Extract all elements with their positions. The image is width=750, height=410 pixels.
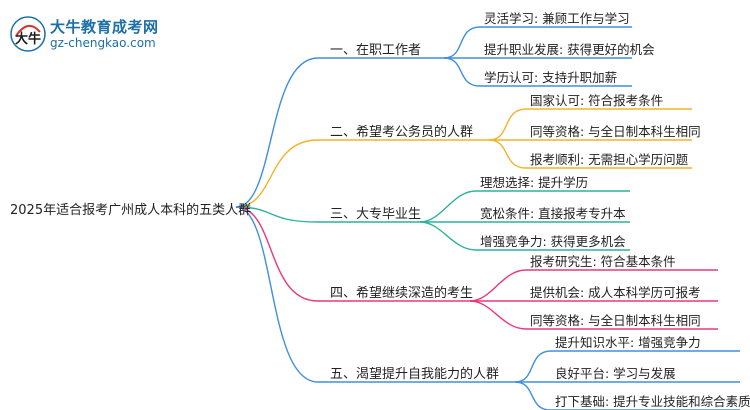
branch-node-4: 四、希望继续深造的考生 xyxy=(330,286,474,301)
leaf-connector-3-1 xyxy=(419,190,477,223)
leaf-node-2-2: 同等资格: 与全日制本科生相同 xyxy=(530,124,701,139)
leaf-node-5-3: 打下基础: 提升专业技能和综合素质 xyxy=(555,394,750,409)
leaf-node-2-1: 国家认可: 符合报考条件 xyxy=(530,93,664,108)
leaf-node-1-2: 提升职业发展: 获得更好的机会 xyxy=(484,42,655,57)
logo-url: gz-chengkao.com xyxy=(50,36,156,50)
leaf-connector-4-1 xyxy=(469,269,527,302)
leaf-connector-1-1 xyxy=(443,26,481,59)
leaf-connector-2-3 xyxy=(488,139,527,169)
logo-mark-text: 大牛 xyxy=(15,31,41,47)
logo-title: 大牛教育成考网 xyxy=(50,18,159,36)
leaf-node-5-2: 良好平台: 学习与发展 xyxy=(555,366,676,381)
leaf-node-2-3: 报考顺利: 无需担心学历问题 xyxy=(530,152,689,167)
branch-node-5: 五、渴望提升自我能力的人群 xyxy=(330,367,500,382)
branch-connector-3 xyxy=(235,206,319,223)
branch-node-1: 一、在职工作者 xyxy=(330,43,422,58)
root-node: 2025年适合报考广州成人本科的五类人群 xyxy=(10,199,251,218)
branch-connector-5 xyxy=(235,206,319,383)
logo-mark-icon: 大牛 xyxy=(10,16,46,52)
leaf-node-4-3: 同等资格: 与全日制本科生相同 xyxy=(530,313,701,328)
leaf-node-5-1: 提升知识水平: 增强竞争力 xyxy=(555,335,701,350)
leaf-connector-4-3 xyxy=(469,300,527,330)
branch-connector-1 xyxy=(235,57,319,208)
leaf-connector-5-3 xyxy=(514,381,552,410)
branch-node-3: 三、大专毕业生 xyxy=(330,207,422,222)
brand-logo: 大牛 大牛教育成考网 gz-chengkao.com xyxy=(8,14,183,54)
branch-connector-2 xyxy=(235,139,319,208)
leaf-node-1-1: 灵活学习: 兼顾工作与学习 xyxy=(484,11,630,26)
branch-node-2: 二、希望考公务员的人群 xyxy=(330,125,474,140)
leaf-node-3-3: 增强竞争力: 获得更多机会 xyxy=(480,234,626,249)
leaf-node-3-2: 宽松条件: 直接报考专升本 xyxy=(480,206,626,221)
leaf-connector-2-1 xyxy=(488,108,527,141)
leaf-node-1-3: 学历认可: 支持升职加薪 xyxy=(484,70,618,85)
branch-connector-4 xyxy=(235,206,319,302)
leaf-node-3-1: 理想选择: 提升学历 xyxy=(480,175,589,190)
leaf-node-4-1: 报考研究生: 符合基本条件 xyxy=(530,254,676,269)
leaf-connector-5-1 xyxy=(514,350,552,383)
leaf-node-4-2: 提供机会: 成人本科学历可报考 xyxy=(530,285,701,300)
leaf-connector-3-3 xyxy=(419,221,477,251)
leaf-connector-1-3 xyxy=(443,57,481,87)
root-label: 2025年适合报考广州成人本科的五类人群 xyxy=(10,203,252,218)
